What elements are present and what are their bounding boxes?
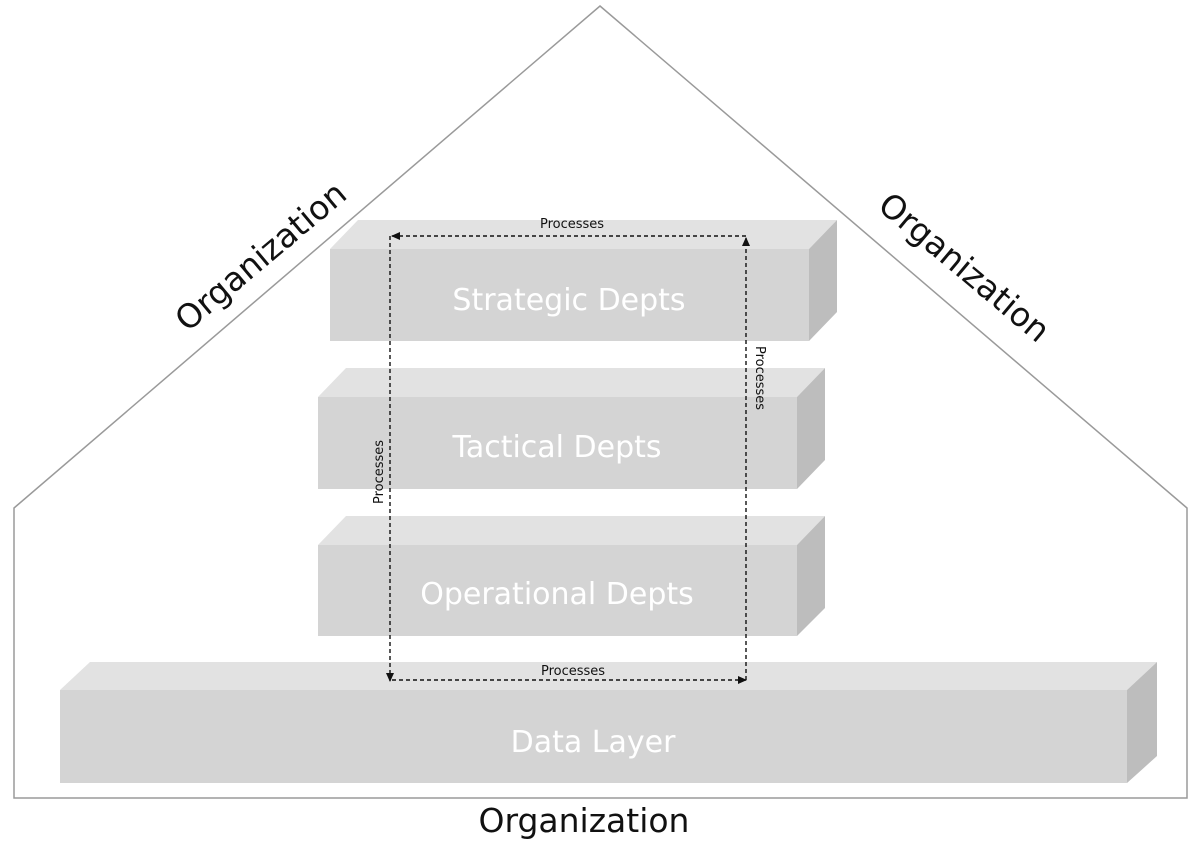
tactical-side — [797, 368, 825, 489]
tactical-top — [318, 368, 825, 397]
organization-label-right: Organization — [871, 184, 1058, 349]
operational-front — [318, 545, 797, 636]
operational-label: Operational Depts — [420, 577, 694, 612]
process-label-left: Processes — [372, 440, 387, 504]
operational-top — [318, 516, 825, 545]
process-label-right: Processes — [752, 346, 767, 410]
data-layer-top — [60, 662, 1157, 690]
data-layer-label: Data Layer — [511, 725, 676, 760]
process-label-top: Processes — [540, 217, 604, 232]
strategic-front — [330, 249, 809, 341]
house-outline — [13, 5, 1188, 799]
organization-label-bottom: Organization — [479, 801, 690, 840]
operational-depts-block: Operational Depts — [318, 516, 825, 636]
tactical-depts-block: Tactical Depts — [318, 368, 825, 489]
process-label-bottom: Processes — [541, 664, 605, 679]
strategic-depts-block: Strategic Depts — [330, 220, 837, 341]
process-loop: Processes Processes Processes Processes — [372, 217, 767, 684]
strategic-label: Strategic Depts — [452, 283, 685, 318]
strategic-top — [330, 220, 837, 249]
operational-side — [797, 516, 825, 636]
data-layer-front — [60, 690, 1127, 783]
data-layer-block: Data Layer — [60, 662, 1157, 783]
tactical-front — [318, 397, 797, 489]
organization-label-left: Organization — [167, 173, 354, 338]
strategic-side — [809, 220, 837, 341]
data-layer-side — [1127, 662, 1157, 783]
tactical-label: Tactical Depts — [451, 430, 661, 465]
